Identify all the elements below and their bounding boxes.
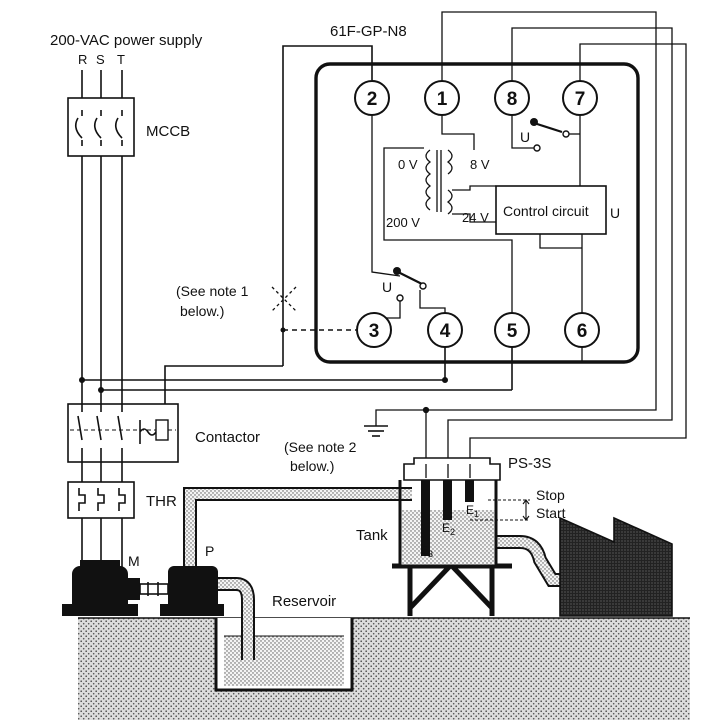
- svg-text:3: 3: [369, 321, 380, 342]
- contactor: [67, 403, 179, 463]
- bus-wires: [79, 330, 513, 404]
- mccb-label: MCCB: [146, 123, 190, 140]
- terminal-8: 8: [494, 80, 530, 116]
- svg-text:1: 1: [437, 89, 448, 110]
- thermal-relay: [67, 481, 135, 519]
- phase-r-label: R: [78, 52, 87, 67]
- voltage-8v: 8 V: [470, 157, 490, 172]
- pump-label: P: [205, 543, 214, 559]
- terminal-1: 1: [424, 80, 460, 116]
- electrode-wires: [375, 11, 687, 490]
- factory-building-icon: [559, 516, 673, 617]
- note1-line1: (See note 1: [176, 283, 249, 299]
- power-supply-label: 200-VAC power supply: [50, 32, 203, 49]
- voltage-24v: 24 V: [462, 210, 489, 225]
- start-label: Start: [536, 505, 566, 521]
- ground-icon: [364, 425, 388, 437]
- note2-line2: below.): [290, 458, 334, 474]
- contactor-label: Contactor: [195, 429, 260, 446]
- ground-soil: [78, 618, 690, 720]
- electrodes: [421, 480, 474, 556]
- voltage-200v: 200 V: [386, 215, 420, 230]
- terminal-2: 2: [354, 80, 390, 116]
- e1-label: E1: [466, 503, 479, 519]
- control-circuit-u-label: U: [610, 205, 620, 221]
- terminal-5: 5: [494, 312, 530, 348]
- terminal-3: 3: [356, 312, 392, 348]
- thr-label: THR: [146, 493, 177, 510]
- note2-line1: (See note 2: [284, 439, 357, 455]
- svg-text:5: 5: [507, 321, 518, 342]
- pipes: [183, 487, 640, 660]
- tank-label: Tank: [356, 527, 388, 544]
- phase-t-label: T: [117, 52, 125, 67]
- reservoir: [214, 618, 354, 692]
- svg-text:8: 8: [507, 89, 518, 110]
- motor: [62, 560, 169, 616]
- e3-label: E3: [420, 543, 433, 559]
- ps3s-holder: [403, 457, 501, 481]
- pump: [160, 566, 224, 616]
- control-circuit-box: [495, 185, 607, 235]
- controller-unit: [314, 62, 640, 364]
- voltage-0v: 0 V: [398, 157, 418, 172]
- mccb-breaker: [67, 97, 135, 157]
- ps3s-label: PS-3S: [508, 455, 551, 472]
- relay-contact-bottom: [393, 267, 427, 302]
- relay-bottom-u-label: U: [382, 279, 392, 295]
- level-markers: [470, 499, 530, 521]
- svg-text:7: 7: [575, 89, 586, 110]
- tank-stand: [392, 563, 512, 616]
- phase-s-label: S: [96, 52, 105, 67]
- reservoir-label: Reservoir: [272, 593, 336, 610]
- svg-text:2: 2: [367, 89, 378, 110]
- terminal-4: 4: [427, 312, 463, 348]
- svg-text:4: 4: [440, 321, 451, 342]
- note1-line2: below.): [180, 303, 224, 319]
- e2-label: E2: [442, 521, 455, 537]
- motor-label: M: [128, 553, 140, 569]
- relay-top-u-label: U: [520, 129, 530, 145]
- control-circuit-label: Control circuit: [503, 203, 589, 219]
- relay-contact-top: [530, 118, 570, 152]
- stop-label: Stop: [536, 487, 565, 503]
- terminal-7: 7: [562, 80, 598, 116]
- svg-text:6: 6: [577, 321, 588, 342]
- model-label: 61F-GP-N8: [330, 23, 407, 40]
- terminal-6: 6: [564, 312, 600, 348]
